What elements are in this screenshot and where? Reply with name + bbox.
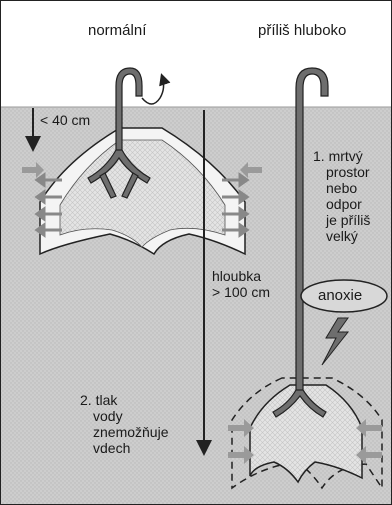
note-1-line-4: odpor [313,196,370,212]
note-1-line-6: velký [313,228,370,244]
deep-depth-label: hloubka > 100 cm [212,268,270,300]
note-1-line-5: je příliš [313,212,370,228]
note-2-line-2: vody [80,408,169,424]
shallow-depth-label: < 40 cm [40,112,90,128]
note-1-line-3: nebo [313,180,370,196]
water-pressure-note: 2. tlak vody znemožňuje vdech [80,392,169,456]
note-2-line-4: vdech [80,440,169,456]
deep-depth-line-2: > 100 cm [212,284,270,300]
note-2-line-1: 2. tlak [80,392,169,408]
note-2-line-3: znemožňuje [80,424,169,440]
dead-space-note: 1. mrtvý prostor nebo odpor je příliš ve… [313,148,370,245]
note-1-line-2: prostor [313,164,370,180]
header-too-deep: příliš hluboko [258,22,346,39]
deep-depth-line-1: hloubka [212,268,270,284]
air-region [0,0,392,107]
header-normal: normální [88,22,146,39]
anoxia-label: anoxie [318,287,362,304]
note-1-line-1: 1. mrtvý [313,148,370,164]
